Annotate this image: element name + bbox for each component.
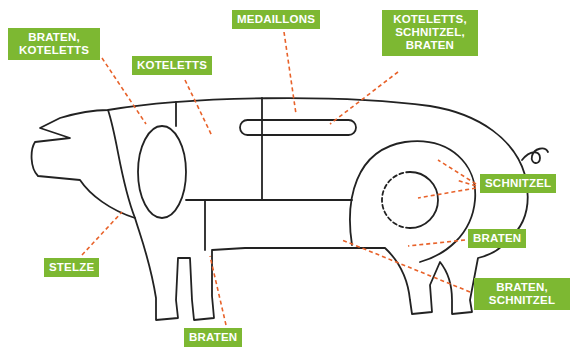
leader-line [330,72,398,124]
cut-label: BRATEN [184,328,242,347]
cut-label: KOTELETTS [132,56,212,75]
leader-line [438,160,476,184]
ham-cut [350,141,475,262]
leader-line [408,240,465,246]
cut-name: BRATEN, SCHNITZEL [479,281,565,307]
leader-lines [82,32,476,325]
ham-inner [410,172,438,228]
cut-name: BRATEN, KOTELETTS [13,31,95,57]
cut-name: SCHNITZEL [485,177,551,190]
cut-label: BRATEN, SCHNITZEL [474,278,570,310]
belly-cut [186,199,352,201]
leader-line [456,180,476,186]
back-cut [175,102,177,126]
cut-label: BRATEN [468,229,526,248]
cut-name: KOTELETTS [137,59,207,72]
tail [522,149,548,164]
cut-label: BRATEN, KOTELETTS [8,28,100,60]
cut-label: STELZE [44,258,99,277]
medaillon-cut [240,120,356,135]
cut-name: MEDAILLONS [237,13,315,26]
cut-label: SCHNITZEL [480,174,556,193]
pig-outline [32,98,528,320]
leader-line [418,188,476,198]
shoulder-cut [138,126,186,218]
cut-name: KOTELETTS, SCHNITZEL, BRATEN [387,13,473,53]
neck-cut [108,110,135,218]
cut-name: BRATEN [189,331,237,344]
leader-line [210,256,226,325]
pig-lines [32,98,548,320]
ham-inner-dashed [382,172,410,228]
leader-line [82,212,122,255]
leader-line [185,80,212,136]
cut-label: MEDAILLONS [232,10,320,29]
leg-cut [204,200,206,250]
loin-cut [261,98,263,200]
cut-name: STELZE [49,261,94,274]
cut-name: BRATEN [473,232,521,245]
leader-line [342,240,470,292]
cut-label: KOTELETTS, SCHNITZEL, BRATEN [382,10,478,56]
leader-line [284,32,296,114]
